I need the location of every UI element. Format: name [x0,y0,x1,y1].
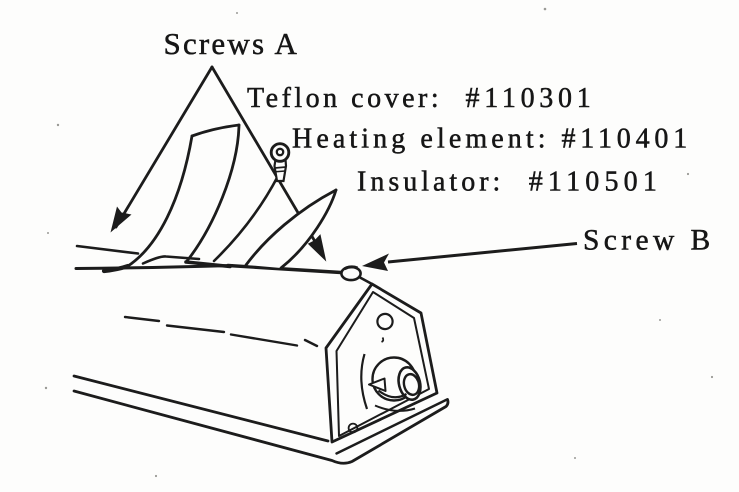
svg-text:Teflon cover: #110301: Teflon cover: #110301 [247,83,595,114]
svg-text:Screw B: Screw B [583,225,715,257]
svg-text:Heating element: #110401: Heating element: #110401 [292,124,692,155]
svg-text:Insulator: #110501: Insulator: #110501 [357,167,662,198]
svg-text:Screws A: Screws A [164,26,300,61]
